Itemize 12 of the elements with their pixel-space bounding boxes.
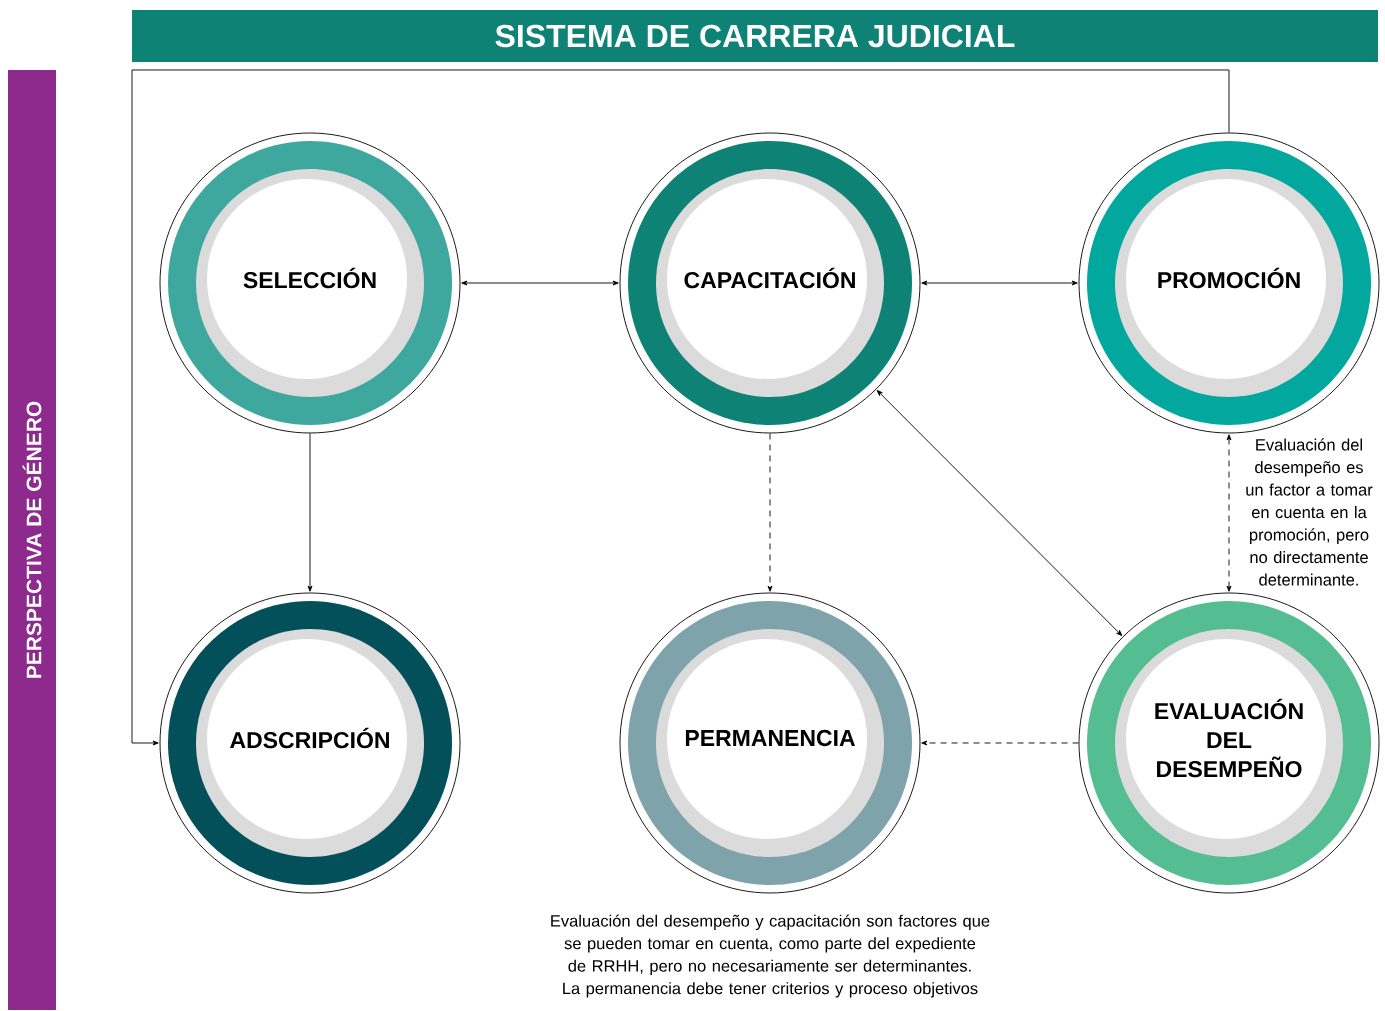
arrow [921, 280, 1078, 286]
arrow [131, 69, 1230, 746]
side-band: PERSPECTIVA DE GÉNERO [8, 70, 56, 1010]
arrow [876, 389, 1123, 637]
arrow [921, 740, 1079, 746]
arrow [461, 280, 619, 286]
title-band: SISTEMA DE CARRERA JUDICIAL [132, 10, 1378, 62]
edge-label: Evaluación del desempeño es un factor a tomar en cuenta en la promoción, pero no directamente determinante. [1233, 437, 1385, 587]
arrow [307, 433, 313, 592]
caption-text: Evaluación del desempeño y capacitación son factores que se pueden tomar en cuenta, como parte del expediente de RRHH, pero no necesariamente ser determinantes. La permanencia debe tener criterios y proceso objetivos [551, 914, 990, 998]
arrow [767, 433, 773, 592]
arrow [1226, 434, 1232, 592]
